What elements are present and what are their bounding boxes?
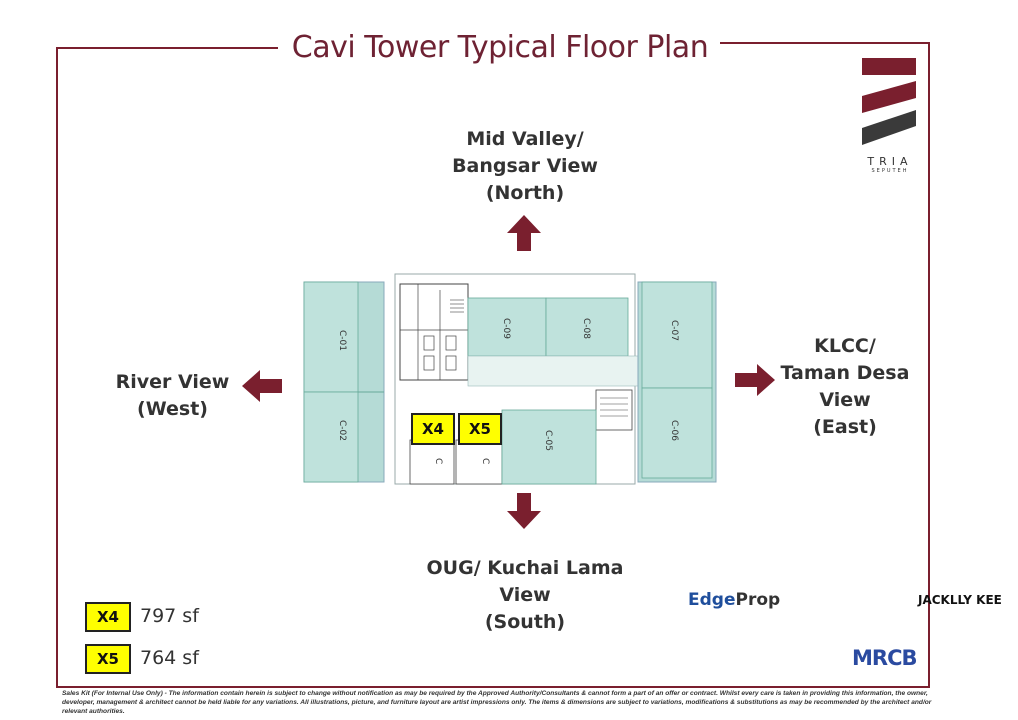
unit-num-c02: C-02 [337, 420, 347, 441]
arrow-east-icon [735, 364, 775, 396]
unit-num-c09: C-09 [501, 318, 511, 339]
north-line-1: Mid Valley/ [466, 128, 584, 150]
east-view-label: KLCC/ Taman Desa View (East) [775, 333, 915, 441]
east-line-1: KLCC/ [814, 335, 876, 357]
south-line-2: View [499, 584, 551, 606]
edgeprop-edge: Edge [688, 590, 736, 610]
south-line-3: (South) [484, 611, 566, 633]
agent-name: JACKLLY KEE [918, 593, 1002, 607]
unit-num-c05: C-05 [543, 430, 553, 451]
unit-num-c08: C-08 [581, 318, 591, 339]
south-line-1: OUG/ Kuchai Lama [426, 557, 624, 579]
arrow-north-icon [507, 215, 541, 251]
north-view-label: Mid Valley/ Bangsar View (North) [430, 126, 620, 207]
frame-right [928, 42, 930, 687]
legend-x4-size: 797 sf [140, 605, 199, 627]
frame-top-right [720, 42, 930, 44]
tria-sub: SEPUTEH [871, 168, 909, 174]
mrcb-logo: MRCB [852, 646, 917, 670]
plan-unit-x5: X5 [458, 413, 502, 445]
east-line-2: Taman Desa [780, 362, 910, 384]
east-line-4: (East) [813, 416, 877, 438]
edgeprop-prop: Prop [735, 590, 781, 610]
unit-num-c06: C-06 [669, 420, 679, 441]
floor-plan: C-01 C-02 C-09 C-08 C-07 C-06 C-05 C C [303, 273, 717, 485]
west-line-2: (West) [137, 398, 208, 420]
north-line-3: (North) [485, 182, 565, 204]
unit-num-c07: C-07 [669, 320, 679, 341]
disclaimer-text: Sales Kit (For Internal Use Only) - The … [62, 690, 932, 715]
west-view-label: River View (West) [100, 369, 245, 423]
frame-top-left [56, 47, 278, 49]
west-line-1: River View [115, 371, 230, 393]
frame-left [56, 47, 58, 687]
north-line-2: Bangsar View [452, 155, 598, 177]
legend-x5-swatch: X5 [85, 644, 131, 674]
page-title: Cavi Tower Typical Floor Plan [291, 30, 709, 65]
legend-x4-swatch: X4 [85, 602, 131, 632]
tria-logo: TRIA SEPUTEH [858, 56, 922, 176]
tria-name: TRIA [867, 155, 913, 168]
legend-x5-size: 764 sf [140, 647, 199, 669]
tria-logo-mark [862, 58, 916, 145]
south-view-label: OUG/ Kuchai Lama View (South) [415, 555, 635, 636]
arrow-west-icon [242, 370, 282, 402]
unit-num-c01: C-01 [337, 330, 347, 351]
east-line-3: View [819, 389, 871, 411]
arrow-south-icon [507, 493, 541, 529]
frame-bottom [56, 686, 930, 688]
edgeprop-logo: EdgeProp [688, 590, 780, 610]
unit-num-x4: C [433, 458, 443, 464]
plan-unit-x4: X4 [411, 413, 455, 445]
unit-num-x5: C [480, 458, 490, 464]
